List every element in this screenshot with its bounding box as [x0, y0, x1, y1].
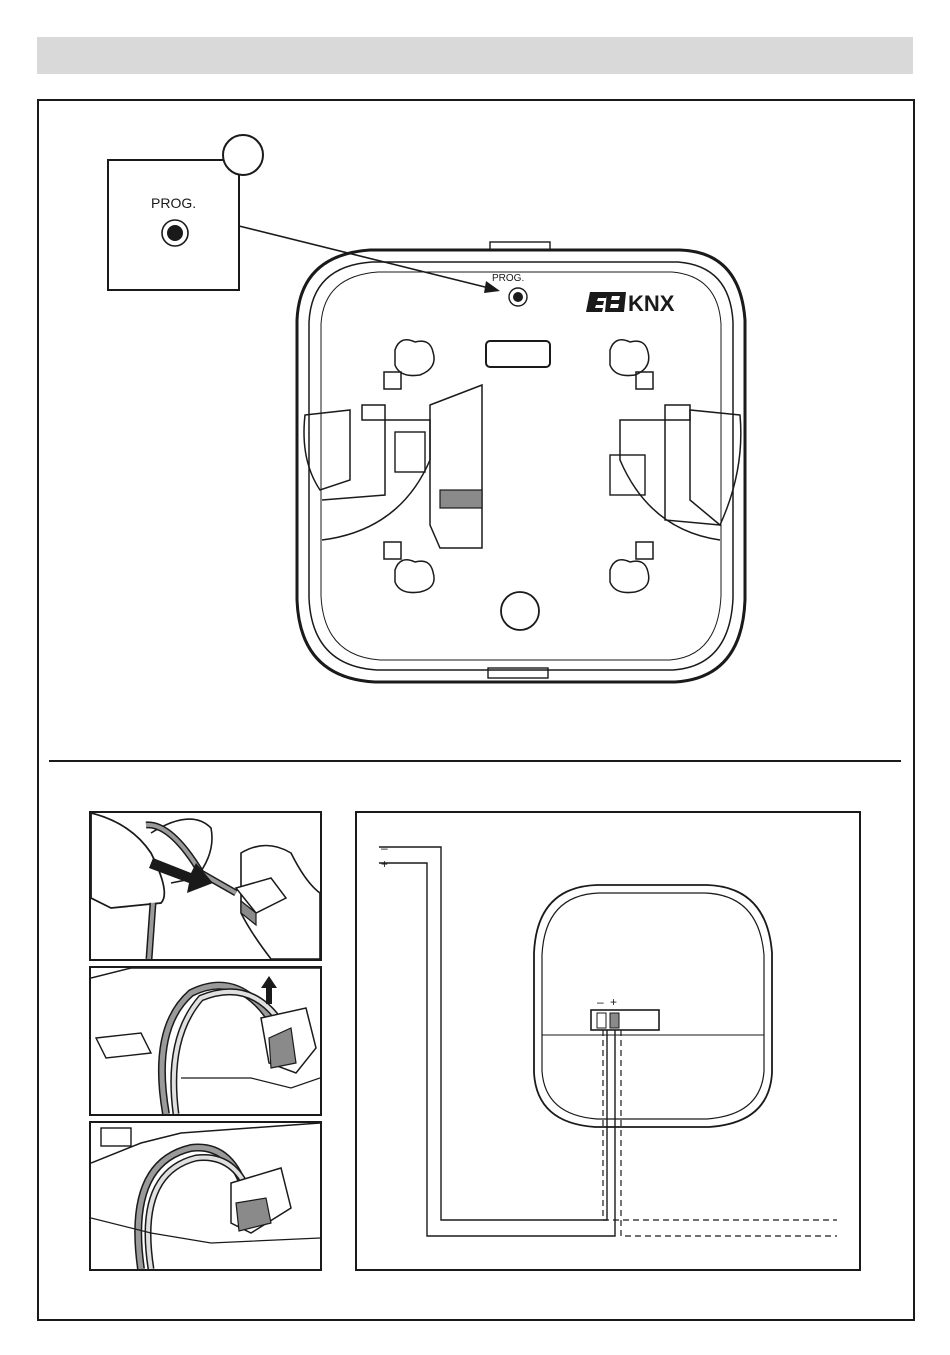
wire-plus-continuation: [621, 1030, 837, 1236]
step-number-circle: [223, 135, 263, 175]
housing-edge: [91, 968, 320, 978]
device-inner-outline: [542, 893, 764, 1119]
housing-floor: [91, 1218, 320, 1243]
bus-minus-label: –: [381, 841, 388, 855]
housing-floor: [181, 1078, 320, 1088]
terminal-plus-slot: [610, 1013, 619, 1028]
section-divider: [49, 760, 901, 762]
device-back-housing: [297, 242, 745, 682]
wiring-panel: – + – +: [355, 811, 861, 1271]
device-prog-label: PROG.: [492, 273, 524, 284]
prog-button-device: [509, 288, 527, 306]
device-diagram: KNX PROG. PROG.: [0, 0, 950, 760]
terminal-contacts: [236, 1198, 271, 1231]
device-outline: [534, 885, 772, 1127]
terminal-plus-label: +: [610, 995, 617, 1009]
wire-plus: [379, 863, 615, 1236]
terminal-minus-slot: [597, 1013, 606, 1028]
step-panel-lock-terminal: [89, 966, 322, 1116]
housing-tab: [101, 1128, 131, 1146]
step-panel-insert-wire: [89, 811, 322, 961]
terminal-minus-label: –: [597, 995, 604, 1009]
bus-plus-label: +: [381, 857, 388, 871]
housing-slot: [96, 1033, 151, 1058]
eib-logo: [586, 292, 626, 312]
wire-minus: [379, 847, 607, 1220]
step-panel-terminal-fitted: [89, 1121, 322, 1271]
prog-button-callout: [162, 220, 188, 246]
knx-logo-text: KNX: [628, 291, 675, 316]
callout-prog-label: PROG.: [151, 195, 196, 211]
leader-line: [239, 226, 493, 289]
